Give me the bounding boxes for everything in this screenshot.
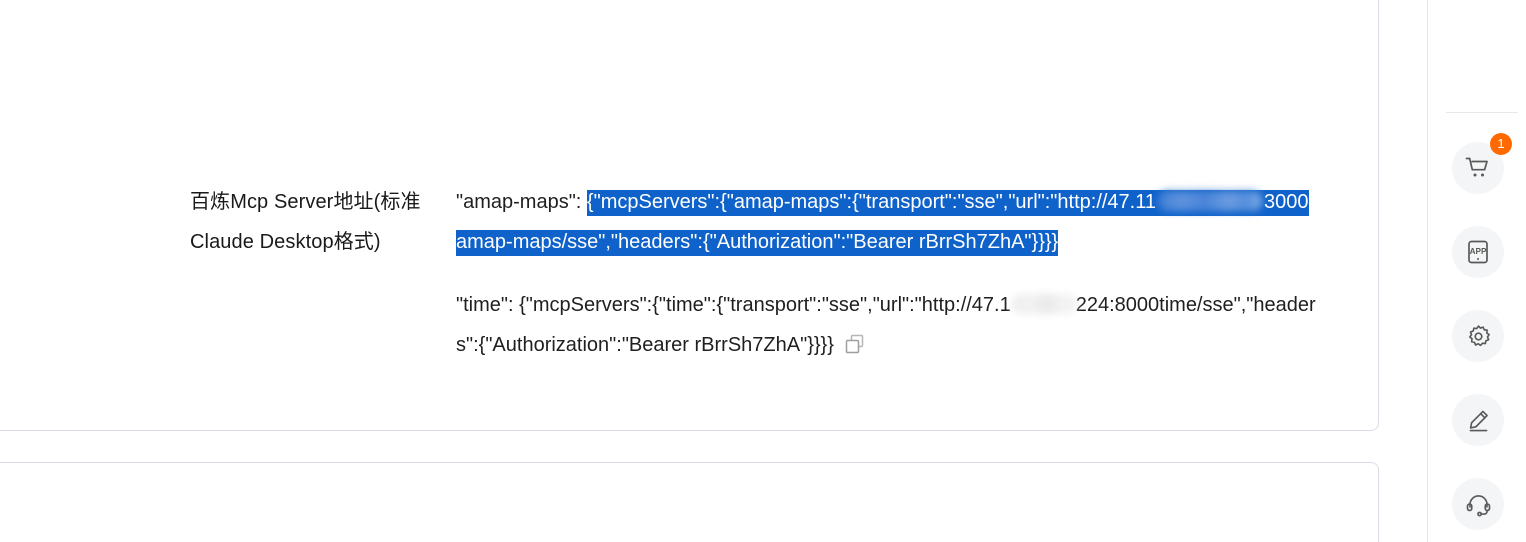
config-value-amap-maps-part1: {"mcpServers":{"amap-maps":{"transport":… (586, 190, 1156, 216)
sidebar-item-cart[interactable]: 1 (1452, 133, 1512, 194)
config-value-time-part1: {"mcpServers":{"time":{"transport":"sse"… (519, 294, 1011, 316)
config-entry-amap-maps[interactable]: "amap-maps": {"mcpServers":{"amap-maps":… (456, 182, 1316, 262)
next-section-card (0, 462, 1379, 542)
config-entry-time[interactable]: "time": {"mcpServers":{"time":{"transpor… (456, 285, 1316, 365)
main-content-area: 百炼Mcp Server地址(标准Claude Desktop格式) "amap… (0, 0, 1379, 542)
sidebar-divider (1446, 112, 1518, 113)
app-phone-icon: APP (1464, 238, 1492, 266)
sidebar-item-customer-service[interactable] (1452, 478, 1504, 530)
headset-icon (1465, 491, 1492, 518)
redacted-ip-amap-maps (1156, 190, 1264, 216)
right-utility-sidebar: 1 APP (1427, 0, 1526, 542)
sidebar-item-settings[interactable] (1452, 310, 1504, 362)
sidebar-item-feedback[interactable] (1452, 394, 1504, 446)
config-value-time-part2: 224:8000time/sse","headers":{"Authorizat… (456, 294, 1316, 356)
field-value: "amap-maps": {"mcpServers":{"amap-maps":… (456, 182, 1316, 365)
copy-icon[interactable] (844, 329, 866, 354)
config-key-time: "time": (456, 294, 520, 316)
redacted-ip-time (1011, 294, 1076, 315)
cart-badge: 1 (1490, 133, 1512, 155)
gear-icon (1465, 323, 1492, 350)
config-key-amap-maps: "amap-maps": (456, 191, 587, 213)
shopping-cart-icon (1464, 154, 1492, 182)
redacted-ip-segment-icon (1158, 191, 1262, 212)
sidebar-item-app[interactable]: APP (1452, 226, 1504, 278)
pencil-icon (1465, 407, 1492, 434)
field-label: 百炼Mcp Server地址(标准Claude Desktop格式) (190, 191, 421, 253)
svg-text:APP: APP (1470, 247, 1487, 256)
